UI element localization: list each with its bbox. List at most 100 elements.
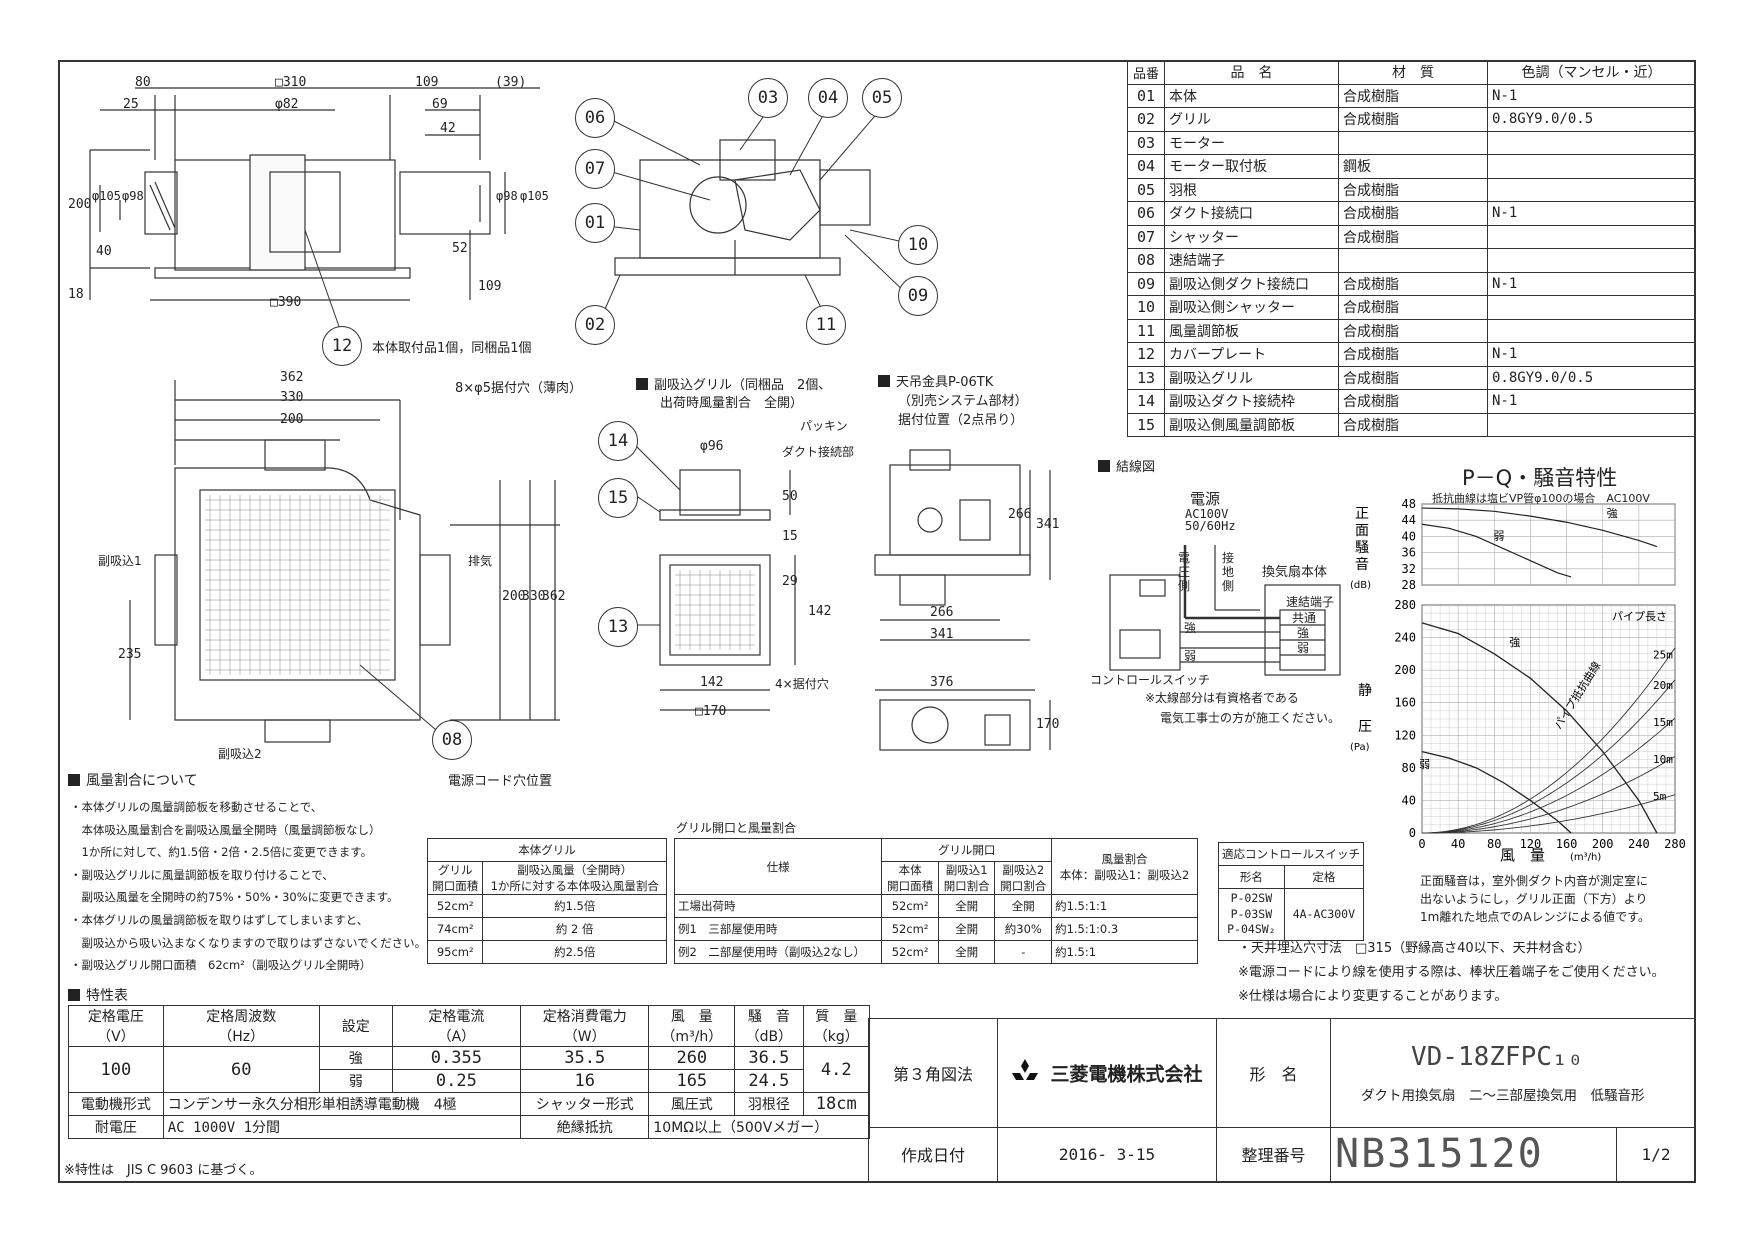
section-marker [1098,460,1110,472]
parts-name: 副吸込側シャッター [1164,295,1339,320]
parts-header-color: 色調（マンセル・近） [1487,60,1696,85]
title-number-label: 整理番号 [1216,1126,1331,1183]
chart-title: P－Q・騒音特性 [1462,466,1618,490]
spec-h-current-1: 定格電流 [428,1009,485,1025]
dim-top-42: 42 [440,121,456,136]
parts-header-name: 品 名 [1164,60,1339,85]
callout-04: 04 [808,78,848,118]
grille-ratio-h-in1-1: 副吸込1 [945,863,988,877]
spec-table: 定格電圧（V） 定格周波数（Hz） 設定 定格電流（A） 定格消費電力（W） 風… [68,1005,871,1139]
airflow-line-2: 本体吸込風量割合を副吸込風量全開時（風量調節板なし） [70,822,381,837]
spec-current-strong: 0.355 [391,1046,522,1070]
top-view-note: 本体取付品1個，同梱品1個 [372,341,532,356]
wiring-title: 結線図 [1098,460,1155,476]
switch-table: 適応コントロールスイッチ 形名定格 P-02SW P-03SW P-04SW₂ … [1218,842,1365,941]
dim-top-200: 200 [68,197,92,212]
spec-withstand: AC 1000V 1分間 [162,1115,522,1139]
dim-sub-96: φ96 [700,439,724,454]
sub-grille-holes: 4×据付穴 [775,677,829,691]
grille-ratio-in1: 全開 [937,894,996,918]
parts-material: 合成樹脂 [1338,224,1488,249]
dim-top-80: 80 [135,75,151,90]
spec-h-freq-2: （Hz） [218,1029,265,1045]
dim-plan-362: 362 [280,370,304,385]
grille-ratio-in2: 約30% [994,917,1053,941]
wiring-note-1: ※太線部分は有資格者である [1145,691,1299,705]
note-cord: ※電源コードにより線を使用する際は、棒状圧着端子をご使用ください。 [1238,965,1665,980]
spec-h-noise-2: （dB） [745,1029,793,1045]
spec-footnote: ※特性は JIS C 9603 に基づく。 [64,1163,263,1178]
title-date: 2016- 3-15 [997,1126,1217,1183]
parts-no: 12 [1127,342,1165,367]
spec-current-weak: 0.25 [391,1069,522,1093]
grille-ratio-in1: 全開 [937,917,996,941]
spec-h-mass: 質 量（kg） [802,1005,871,1047]
dim-top-69: 69 [432,97,448,112]
spec-h-flow: 風 量（m³/h） [648,1005,736,1047]
title-projection: 第３角図法 [868,1018,998,1128]
wiring-switch: コントロールスイッチ [1090,673,1211,687]
main-grille-h2a: 副吸込風量（全開時） [517,863,633,877]
callout-01: 01 [575,203,615,243]
parts-color: 0.8GY9.0/0.5 [1487,365,1696,390]
switch-models: P-02SW P-03SW P-04SW₂ [1218,888,1285,941]
parts-color: N-1 [1487,271,1696,296]
parts-material: 合成樹脂 [1338,201,1488,226]
main-grille-h2b: 1か所に対する本体吸込風量割合 [490,879,659,893]
dim-plan-330v: 330 [522,589,546,604]
spec-h-power-2: （W） [563,1029,606,1045]
dim-top-82: φ82 [275,97,299,112]
spec-flow-strong: 260 [648,1046,736,1070]
spec-mass: 4.2 [802,1046,871,1093]
callout-06: 06 [575,98,615,138]
main-grille-area: 52cm² [426,894,484,918]
grille-ratio-ratio: 約1.5:1 [1051,940,1198,964]
dim-top-39: (39) [495,75,527,90]
spec-h-power: 定格消費電力 （W） [520,1005,650,1047]
spec-h-voltage-1: 定格電圧 [87,1009,144,1025]
grille-ratio-h-ratio-1: 風量割合 [1101,851,1148,866]
callout-09: 09 [898,276,938,316]
main-grille-h1b: 開口面積 [432,879,479,893]
company-name: 三菱電機株式会社 [1050,1063,1203,1086]
spec-h-current-2: （A） [437,1029,476,1045]
dim-plan-235: 235 [118,647,142,662]
parts-no: 02 [1127,107,1165,132]
parts-name: ダクト接続口 [1164,201,1339,226]
parts-material [1338,248,1488,273]
parts-material: 合成樹脂 [1338,342,1488,367]
title-model-label: 形 名 [1216,1018,1331,1128]
spec-shutter-label: シャッター形式 [520,1092,650,1116]
parts-header-no: 品番 [1127,60,1165,85]
main-grille-ratio: 約 2 倍 [482,917,667,941]
parts-color [1487,295,1696,320]
spec-freq: 60 [162,1046,320,1093]
note-ceiling: ・天井埋込穴寸法 □315（野縁高さ40以下、天井材含む） [1238,941,1591,956]
spec-h-power-1: 定格消費電力 [542,1009,627,1025]
spec-blade-label: 羽根径 [734,1092,804,1116]
dim-hanger-341v: 341 [1036,517,1060,532]
spec-shutter: 風圧式 [648,1092,736,1116]
spec-motor-label: 電動機形式 [68,1092,164,1116]
parts-name: 副吸込ダクト接続枠 [1164,389,1339,414]
dim-top-390: □390 [270,295,302,310]
grille-ratio-h-body-1: 本体 [898,863,922,877]
airflow-line-6: ・本体グリルの風量調節板を取りはずしてしまいますと、 [70,912,369,927]
dim-sub-29: 29 [782,574,798,589]
airflow-line-5: 副吸込風量を全開時の約75%・50%・30%に変更できます。 [70,890,399,905]
grille-ratio-body-area: 52cm² [881,940,939,964]
grille-ratio-h-ratio: 風量割合本体：副吸込1：副吸込2 [1051,838,1198,895]
airflow-line-8: ・副吸込グリル開口面積 62cm²（副吸込グリル全開時） [70,958,372,973]
spec-h-flow-1: 風 量 [670,1009,713,1025]
